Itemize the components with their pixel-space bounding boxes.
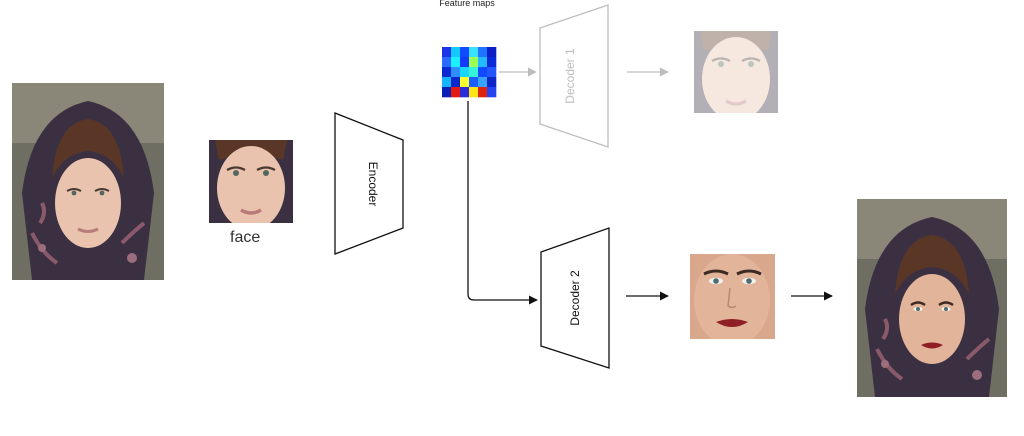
feature-map-cell	[442, 77, 452, 88]
encoder-block	[334, 112, 404, 255]
feature-map-cell	[478, 77, 488, 88]
decoder-1-block	[539, 4, 609, 148]
feature-map-cell	[460, 67, 470, 78]
feature-map-cell	[451, 57, 461, 68]
feature-map-grid	[442, 47, 497, 98]
feature-map-cell	[460, 47, 470, 58]
feature-map-cell	[451, 77, 461, 88]
cropped-face-photo	[209, 140, 293, 223]
feature-map-cell	[442, 47, 452, 58]
feature-map-cell	[487, 57, 497, 68]
feature-map-cell	[451, 67, 461, 78]
feature-map-cell	[451, 87, 461, 98]
decoder-2-label: Decoder 2	[568, 270, 582, 326]
feature-map-cell	[478, 67, 488, 78]
feature-map-cell	[451, 47, 461, 58]
feature-map-cell	[478, 47, 488, 58]
result-photo	[857, 199, 1007, 397]
feature-map-cell	[487, 87, 497, 98]
feature-map-cell	[469, 57, 479, 68]
feature-maps-title: Feature maps	[439, 0, 495, 8]
feature-map-cell	[460, 77, 470, 88]
source-photo	[12, 83, 164, 280]
feature-map-cell	[460, 57, 470, 68]
decoder-1-output-photo	[694, 31, 778, 113]
feature-map-cell	[487, 67, 497, 78]
feature-map-cell	[442, 57, 452, 68]
feature-map-cell	[478, 57, 488, 68]
decoder-2-block	[540, 227, 610, 369]
decoder-2-output-photo	[690, 254, 775, 339]
face-caption: face	[230, 229, 261, 246]
encoder-label: Encoder	[366, 162, 380, 207]
feature-map-cell	[469, 67, 479, 78]
feature-map-cell	[487, 77, 497, 88]
decoder-1-label: Decoder 1	[563, 48, 577, 104]
feature-map-cell	[469, 87, 479, 98]
feature-map-cell	[442, 67, 452, 78]
feature-map-cell	[469, 47, 479, 58]
feature-map-cell	[478, 87, 488, 98]
feature-map-cell	[442, 87, 452, 98]
feature-map-cell	[469, 77, 479, 88]
feature-map-cell	[487, 47, 497, 58]
arrow-featuremap-to-decoder2	[467, 101, 538, 305]
feature-map-cell	[460, 87, 470, 98]
